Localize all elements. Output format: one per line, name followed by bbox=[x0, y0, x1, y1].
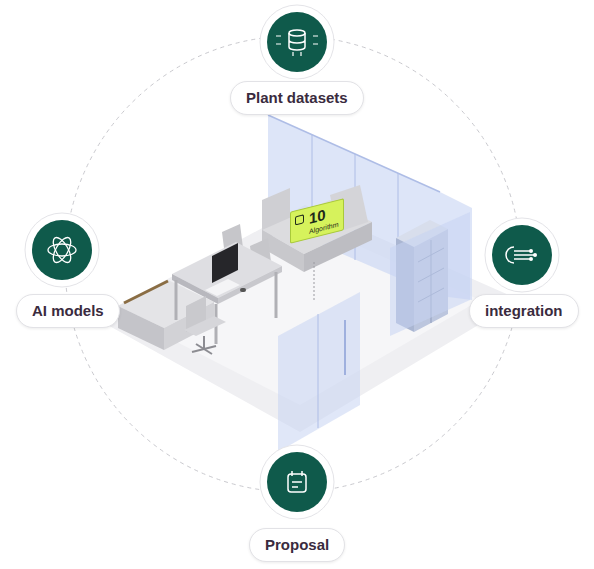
label-pill: integration bbox=[469, 294, 579, 328]
dashed-ring bbox=[65, 36, 521, 492]
icon-badge bbox=[25, 213, 99, 287]
desk bbox=[118, 224, 282, 354]
icon-badge bbox=[260, 445, 334, 519]
label-pill: Proposal bbox=[249, 528, 345, 562]
node-label: integration bbox=[485, 302, 563, 319]
glass-front bbox=[278, 292, 360, 452]
node-label: Proposal bbox=[265, 536, 329, 553]
icon-badge bbox=[260, 5, 334, 79]
node-label: Plant datasets bbox=[246, 89, 348, 106]
node-label: AI models bbox=[32, 302, 104, 319]
label-pill: Plant datasets bbox=[230, 81, 364, 115]
glass-panel bbox=[390, 212, 470, 336]
icon-badge bbox=[485, 218, 559, 292]
sofa bbox=[262, 185, 372, 272]
label-pill: AI models bbox=[16, 294, 120, 328]
sign-post bbox=[314, 262, 315, 300]
